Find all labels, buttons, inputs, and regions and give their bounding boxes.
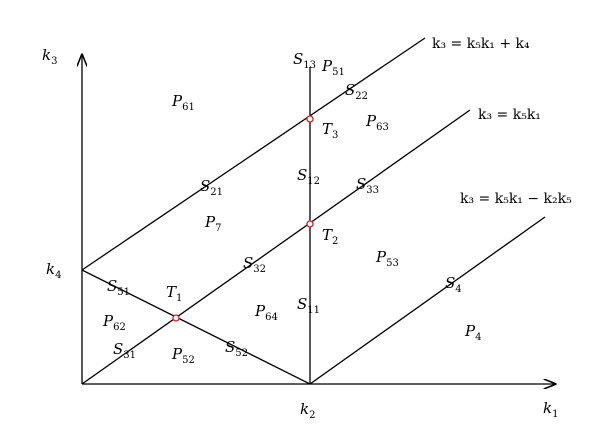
segment-label-s31: S31 bbox=[113, 340, 136, 361]
point-label-t1: T1 bbox=[166, 283, 182, 304]
segment-label-s4: S4 bbox=[445, 274, 462, 295]
region-label-p51: P51 bbox=[321, 57, 345, 78]
lower-line bbox=[309, 216, 546, 385]
segment-label-s13: S13 bbox=[293, 50, 316, 71]
segment-label-s33: S33 bbox=[356, 175, 379, 196]
region-label-p61: P61 bbox=[171, 92, 195, 113]
region-label-p4: P4 bbox=[464, 322, 481, 343]
region-label-p63: P63 bbox=[365, 112, 389, 133]
segment-label-s22: S22 bbox=[345, 81, 368, 102]
segment-label-s21: S21 bbox=[200, 177, 223, 198]
region-label-p52: P52 bbox=[171, 345, 195, 366]
region-label-p64: P64 bbox=[254, 302, 278, 323]
y-axis-label: k3 bbox=[42, 46, 57, 67]
segment-label-s52: S52 bbox=[225, 338, 248, 359]
region-label-p53: P53 bbox=[375, 248, 399, 269]
upper-line bbox=[81, 37, 426, 271]
point-label-t3: T3 bbox=[322, 120, 338, 141]
upper-line-equation: k₃ = k₅k₁ + k₄ bbox=[432, 36, 530, 52]
point-label-t2: T2 bbox=[322, 226, 338, 247]
point-t2-marker bbox=[306, 220, 314, 228]
x-axis-label: k1 bbox=[543, 399, 558, 420]
point-t3-marker bbox=[306, 115, 314, 123]
segment-label-s11: S11 bbox=[297, 295, 320, 316]
switching-line bbox=[81, 269, 311, 385]
segment-label-s12: S12 bbox=[297, 166, 320, 187]
middle-line-equation: k₃ = k₅k₁ bbox=[478, 107, 541, 123]
middle-line bbox=[81, 109, 471, 385]
point-t1-marker bbox=[172, 314, 180, 322]
tick-label-k4: k4 bbox=[46, 260, 61, 281]
region-label-p62: P62 bbox=[102, 312, 126, 333]
tick-label-k2: k2 bbox=[300, 400, 315, 421]
segment-label-s32: S32 bbox=[243, 254, 266, 275]
segment-label-s51: S51 bbox=[107, 277, 130, 298]
region-label-p7: P7 bbox=[204, 213, 221, 234]
lower-line-equation: k₃ = k₅k₁ − k₂k₅ bbox=[460, 191, 572, 207]
